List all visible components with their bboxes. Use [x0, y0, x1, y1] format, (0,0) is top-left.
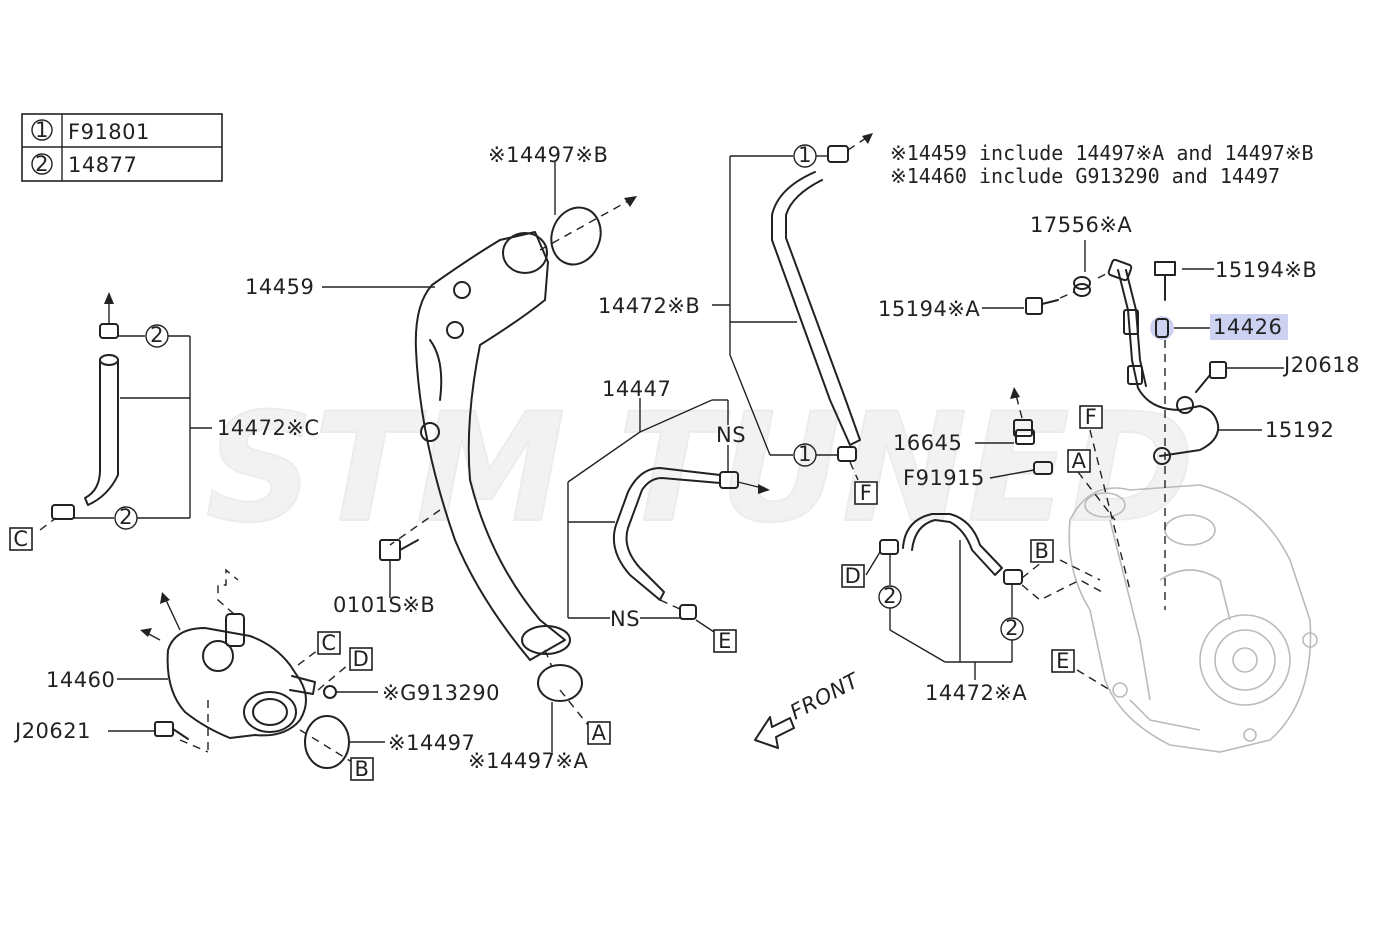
callout-15192[interactable]: 15192	[1265, 418, 1334, 442]
marker-e-right[interactable]: E	[1056, 649, 1070, 673]
marker-f-right[interactable]: F	[1085, 405, 1098, 429]
callout-14460[interactable]: 14460	[46, 668, 115, 692]
circled-1-a: 1	[798, 143, 812, 167]
callout-j20621[interactable]: J20621	[13, 719, 91, 743]
ns-bottom[interactable]: NS	[610, 607, 640, 631]
marker-f-hose[interactable]: F	[860, 481, 873, 505]
callout-15194a[interactable]: 15194※A	[878, 297, 980, 321]
callout-14497a[interactable]: ※14497※A	[468, 749, 588, 773]
callout-17556a[interactable]: 17556※A	[1030, 213, 1132, 237]
circled-2-c: 2	[883, 584, 897, 608]
legend-part-1[interactable]: F91801	[68, 120, 150, 144]
callout-16645[interactable]: 16645	[893, 431, 962, 455]
watermark: STM TUNED	[206, 382, 1194, 556]
oil-line-15192	[982, 240, 1284, 610]
circled-2-b: 2	[119, 505, 133, 529]
callout-14497[interactable]: ※14497	[388, 731, 475, 755]
marker-c-left[interactable]: C	[13, 527, 28, 551]
callout-g913290[interactable]: ※G913290	[382, 681, 500, 705]
legend-part-2[interactable]: 14877	[68, 153, 137, 177]
callout-14472a[interactable]: 14472※A	[925, 681, 1027, 705]
note-14459: ※14459 include 14497※A and 14497※B	[890, 141, 1314, 165]
callout-14472c[interactable]: 14472※C	[217, 416, 320, 440]
callout-14497b-top[interactable]: ※14497※B	[488, 143, 608, 167]
turbo-ghost	[1068, 484, 1318, 753]
marker-b-right[interactable]: B	[1035, 539, 1050, 563]
legend-symbol-1: 1	[35, 118, 49, 142]
housing-14460	[108, 568, 385, 769]
callout-j20618[interactable]: J20618	[1282, 353, 1360, 377]
callout-14447[interactable]: 14447	[602, 377, 671, 401]
hose-14472b	[712, 133, 873, 481]
front-arrow: FRONT	[754, 668, 864, 749]
ns-top[interactable]: NS	[716, 423, 746, 447]
circled-1-b: 1	[798, 442, 812, 466]
legend-table: 1 F91801 2 14877	[21, 113, 223, 182]
legend-symbol-2: 2	[35, 152, 49, 176]
hose-14472c	[39, 292, 212, 531]
callout-14426[interactable]: 14426	[1213, 315, 1282, 339]
marker-e-hose[interactable]: E	[718, 629, 732, 653]
circled-2-d: 2	[1005, 616, 1019, 640]
marker-c-housing[interactable]: C	[321, 631, 336, 655]
note-14460: ※14460 include G913290 and 14497	[890, 164, 1280, 188]
marker-d-housing[interactable]: D	[353, 647, 370, 671]
highlight-14426-label	[1210, 314, 1288, 340]
marker-a-pipe[interactable]: A	[592, 721, 607, 745]
marker-d-right[interactable]: D	[845, 564, 862, 588]
callout-14472b[interactable]: 14472※B	[598, 294, 700, 318]
callout-14459[interactable]: 14459	[245, 275, 314, 299]
callout-0101sb[interactable]: 0101S※B	[333, 593, 435, 617]
circled-2-a: 2	[150, 323, 164, 347]
marker-b-housing[interactable]: B	[355, 757, 370, 781]
marker-a-right[interactable]: A	[1072, 449, 1087, 473]
hose-14447	[567, 398, 770, 633]
callout-f91915[interactable]: F91915	[903, 466, 985, 490]
front-label: FRONT	[786, 668, 864, 725]
pipe-14459	[322, 162, 637, 752]
clips-16645	[975, 387, 1131, 591]
callout-15194b[interactable]: 15194※B	[1215, 258, 1317, 282]
hose-14472a	[865, 513, 1111, 691]
